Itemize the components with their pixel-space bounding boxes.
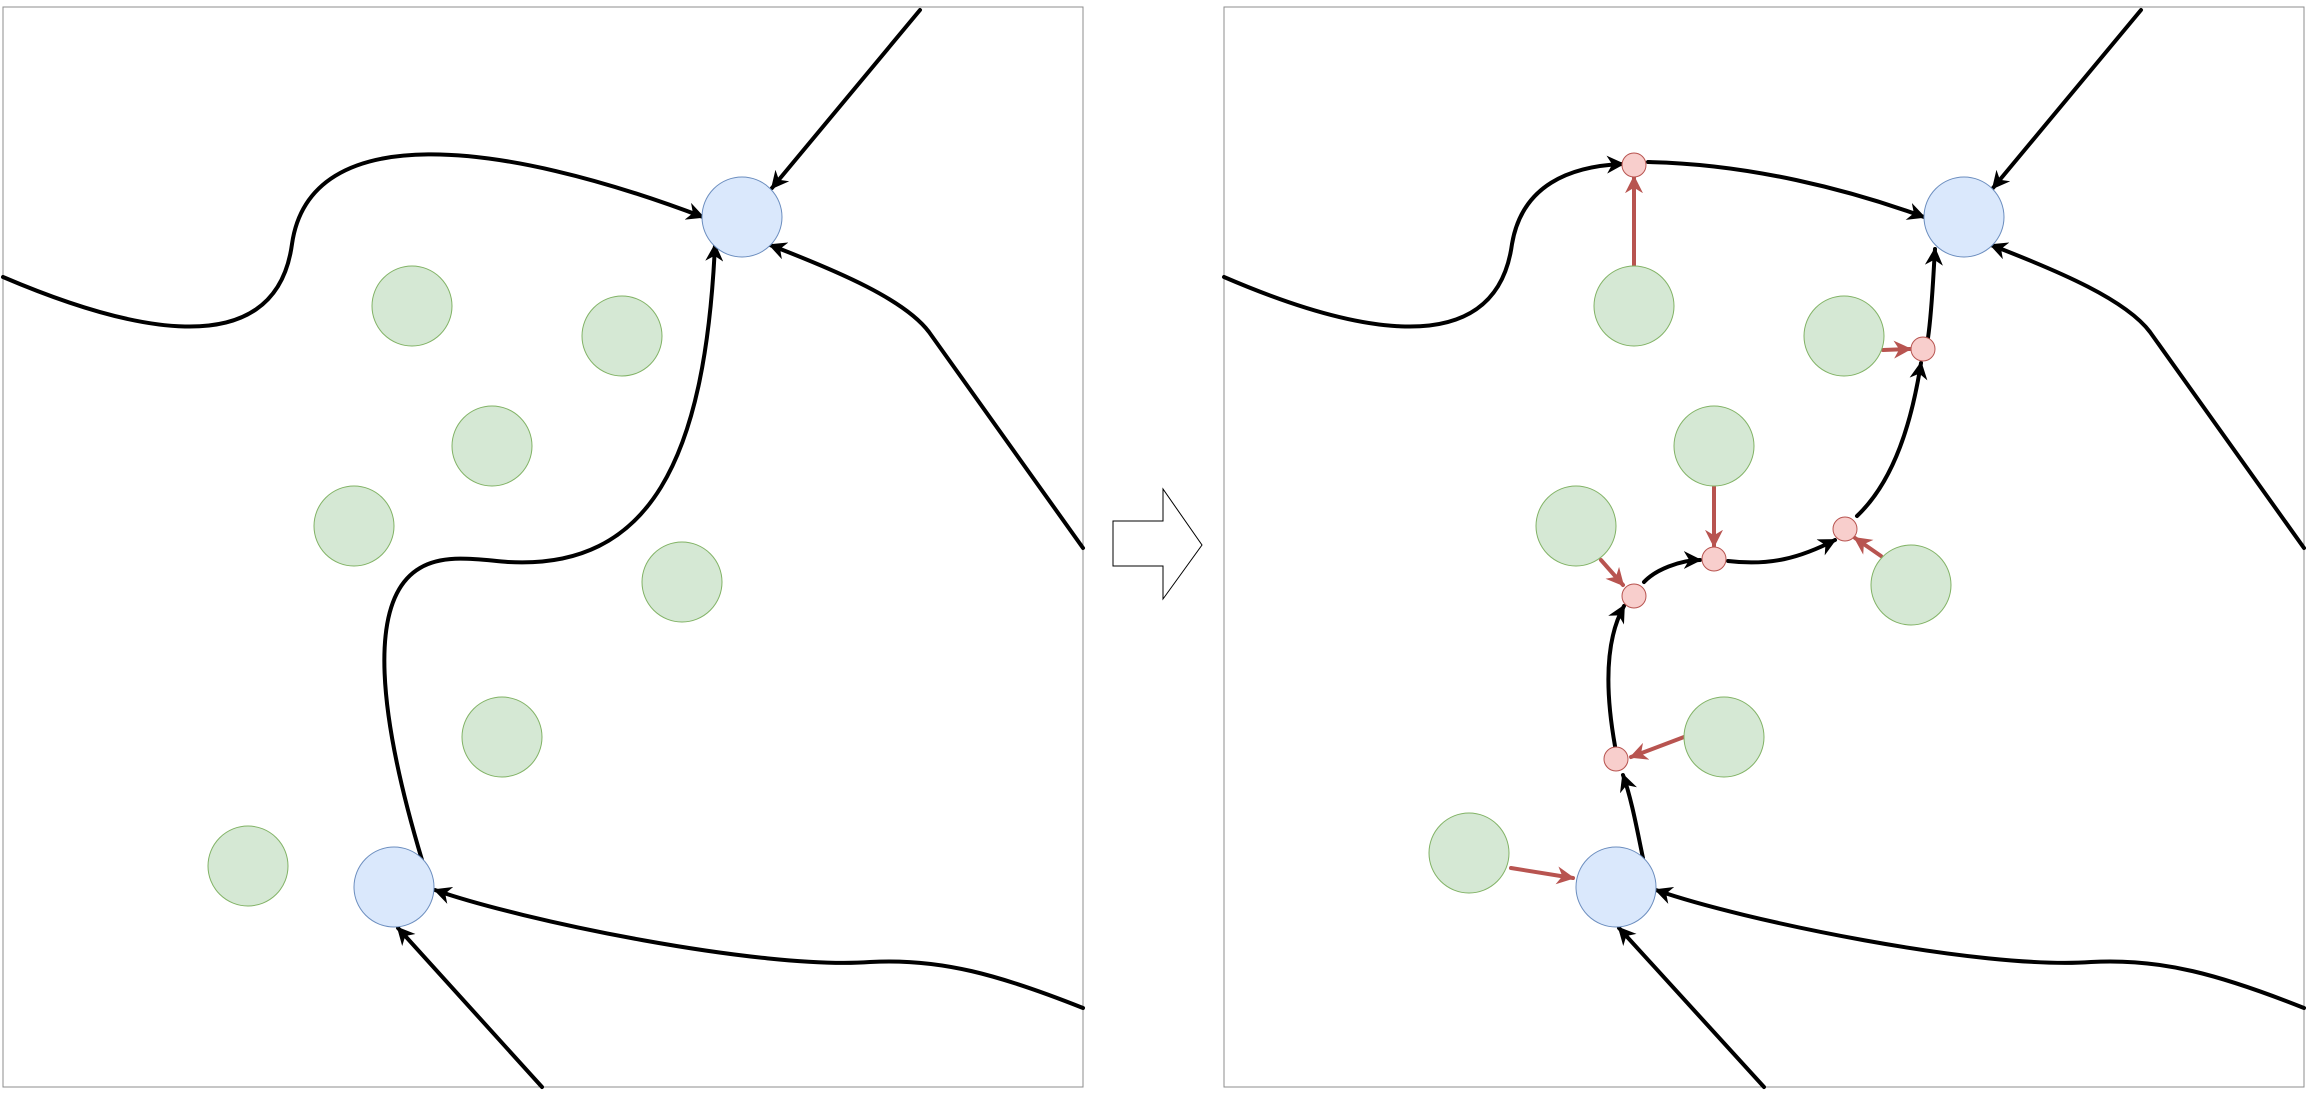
left-panel bbox=[1, 6, 1085, 1089]
right-chain-segment bbox=[1726, 538, 1837, 565]
right-obstacle bbox=[1870, 544, 1952, 626]
right-obstacle bbox=[1593, 265, 1675, 347]
right-hub-top bbox=[1923, 176, 2005, 258]
right-red-edge bbox=[1599, 558, 1625, 587]
left-obstacle bbox=[207, 825, 289, 907]
right-edge-top-left-curve bbox=[1222, 155, 1625, 329]
left-edge-bottom-curve bbox=[433, 886, 1085, 1010]
transform-arrow-icon bbox=[1112, 487, 1203, 601]
left-obstacle bbox=[371, 265, 453, 347]
right-obstacle bbox=[1673, 405, 1755, 487]
right-point bbox=[1603, 746, 1629, 772]
right-chain-segment bbox=[1606, 604, 1626, 748]
right-point bbox=[1621, 583, 1647, 609]
right-point bbox=[1621, 152, 1647, 178]
right-point bbox=[1910, 336, 1936, 362]
right-edge-top-diagonal bbox=[1991, 8, 2143, 190]
right-arrow-icon bbox=[1112, 489, 1162, 490]
right-red-edge bbox=[1509, 866, 1575, 885]
right-edge-right-curve bbox=[1989, 242, 2306, 550]
right-point bbox=[1832, 516, 1858, 542]
left-obstacle bbox=[461, 696, 543, 778]
left-edge-right-curve bbox=[768, 242, 1085, 550]
right-edge-top-curve bbox=[1646, 160, 1926, 220]
right-panel-frame bbox=[1223, 6, 2305, 1088]
right-panel bbox=[1222, 6, 2306, 1089]
right-obstacle bbox=[1428, 812, 1510, 894]
left-hub-top bbox=[701, 176, 783, 258]
right-obstacle bbox=[1535, 485, 1617, 567]
right-chain-segment bbox=[1642, 551, 1702, 584]
left-obstacle bbox=[451, 405, 533, 487]
left-obstacle bbox=[581, 295, 663, 377]
right-point bbox=[1701, 546, 1727, 572]
right-chain-segment bbox=[1855, 361, 1928, 518]
left-edge-middle-curve bbox=[382, 243, 724, 862]
left-edge-bottom-diagonal bbox=[396, 926, 544, 1089]
right-hub-bottom bbox=[1575, 846, 1657, 928]
right-obstacle bbox=[1683, 696, 1765, 778]
right-red-edge bbox=[1853, 536, 1883, 558]
left-obstacle bbox=[313, 485, 395, 567]
right-edge-bottom-diagonal bbox=[1617, 926, 1766, 1089]
right-red-edge bbox=[1881, 340, 1912, 359]
left-hub-bottom bbox=[353, 846, 435, 928]
left-edge-top-curve bbox=[1, 152, 705, 329]
right-red-edge bbox=[1629, 735, 1686, 760]
right-chain-segment bbox=[1924, 247, 1943, 340]
left-edge-top-diagonal bbox=[770, 8, 922, 190]
left-obstacle bbox=[641, 541, 723, 623]
right-obstacle bbox=[1803, 295, 1885, 377]
right-chain-segment bbox=[1620, 773, 1645, 860]
right-edge-bottom-curve bbox=[1654, 886, 2306, 1010]
